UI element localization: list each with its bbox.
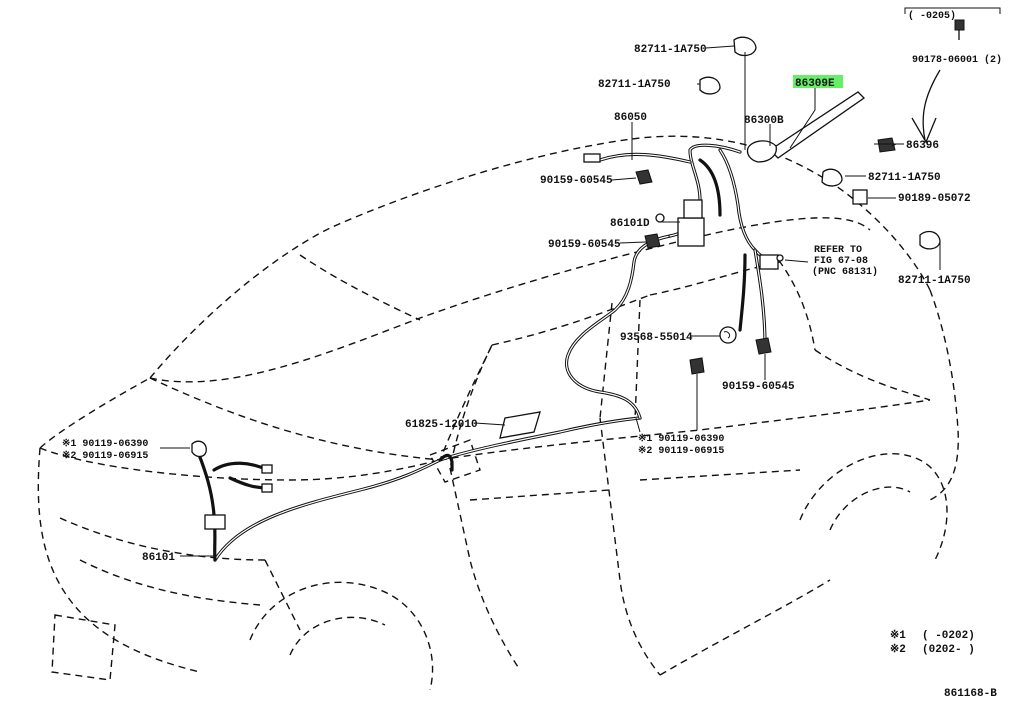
leader-lines bbox=[160, 7, 1001, 557]
callout-90159-60545-a: 90159-60545 bbox=[540, 175, 613, 187]
callout-82711-1A750-b: 82711-1A750 bbox=[598, 79, 671, 91]
callout-90189-05072: 90189-05072 bbox=[898, 193, 971, 205]
callout-61825-12010: 61825-12010 bbox=[405, 419, 478, 431]
dual-center-line-2: ※2 90119-06915 bbox=[638, 445, 724, 457]
clip-1 bbox=[733, 36, 757, 57]
legend-mark-2: ※2 bbox=[890, 643, 906, 656]
callout-86300B: 86300B bbox=[744, 115, 784, 127]
refer-line-1: REFER TO bbox=[814, 245, 862, 256]
callout-86101: 86101 bbox=[142, 552, 175, 564]
car-body-outline bbox=[37, 135, 959, 691]
amplifier-box bbox=[677, 217, 705, 247]
top-note-range: ( -0205) bbox=[908, 10, 956, 22]
highlight-marker bbox=[793, 75, 843, 88]
callout-82711-1A750-d: 82711-1A750 bbox=[898, 275, 971, 287]
antenna-base bbox=[746, 140, 777, 163]
callout-86050: 86050 bbox=[614, 112, 647, 124]
clip-2 bbox=[699, 76, 721, 95]
clip-4 bbox=[919, 230, 941, 250]
refer-line-3: (PNC 68131) bbox=[812, 266, 878, 278]
callout-labels: 82711-1A750 82711-1A750 86309E 86300B 86… bbox=[62, 10, 1002, 700]
grommet-left bbox=[191, 440, 207, 458]
callout-82711-1A750-c: 82711-1A750 bbox=[868, 172, 941, 184]
callout-82711-1A750-a: 82711-1A750 bbox=[634, 44, 707, 56]
top-note-part: 90178-06001 (2) bbox=[912, 54, 1002, 66]
callout-90159-60545-c: 90159-60545 bbox=[722, 381, 795, 393]
dual-left-line-2: ※2 90119-06915 bbox=[62, 450, 148, 462]
sticker-61825 bbox=[499, 411, 541, 439]
washer-93568 bbox=[719, 326, 737, 344]
callout-86101D: 86101D bbox=[610, 218, 650, 230]
legend-range-2: (0202- ) bbox=[922, 644, 975, 656]
figure-id: 861168-B bbox=[944, 688, 997, 700]
callout-86396: 86396 bbox=[906, 140, 939, 152]
dual-center-line-1: ※1 90119-06390 bbox=[638, 433, 724, 445]
clip-3 bbox=[821, 168, 843, 187]
callout-86309E: 86309E bbox=[795, 78, 835, 90]
bolt-4 bbox=[689, 357, 705, 375]
connector-86050 bbox=[583, 153, 601, 163]
antenna-mast bbox=[768, 91, 866, 159]
legend-mark-1: ※1 bbox=[890, 629, 906, 642]
clip-90189 bbox=[852, 189, 868, 205]
screw-90178 bbox=[954, 19, 965, 31]
dual-left-line-1: ※1 90119-06390 bbox=[62, 438, 148, 450]
connector-86101 bbox=[204, 514, 226, 530]
callout-90159-60545-b: 90159-60545 bbox=[548, 239, 621, 251]
legend-range-1: ( -0202) bbox=[922, 630, 975, 642]
callout-93568-55014: 93568-55014 bbox=[620, 332, 693, 344]
bolt-1 bbox=[635, 169, 653, 185]
refer-line-2: FIG 67-08 bbox=[814, 256, 868, 267]
bolt-3 bbox=[755, 337, 772, 355]
clip-86396 bbox=[877, 137, 896, 153]
parts-sketches bbox=[191, 19, 965, 530]
bolt-2 bbox=[644, 233, 661, 249]
